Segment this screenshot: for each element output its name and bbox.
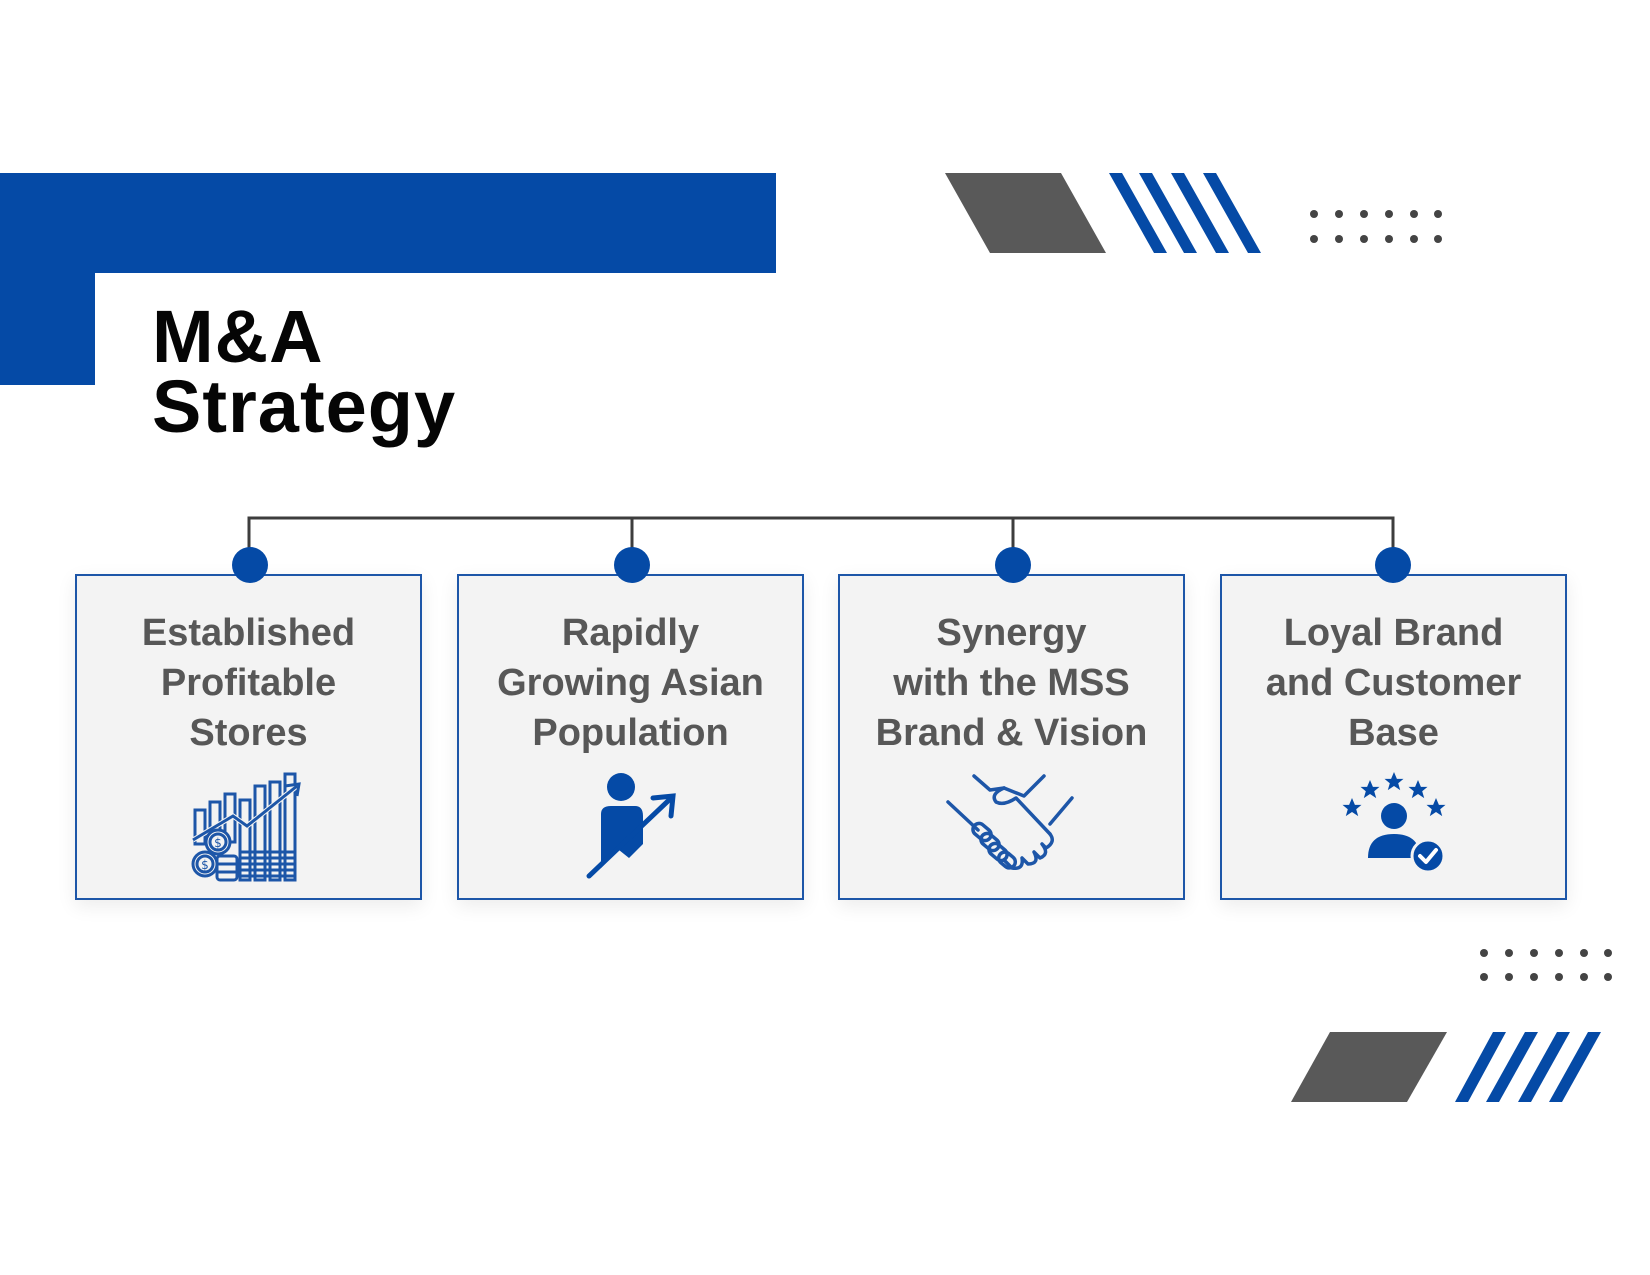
dot [1530,973,1538,981]
dot [1480,949,1488,957]
dot [1555,973,1563,981]
dot [1410,210,1418,218]
card-title: Loyal Brand and Customer Base [1222,608,1565,758]
dot [1335,210,1343,218]
card-title: Synergy with the MSS Brand & Vision [840,608,1183,758]
page-title-line-2: Strategy [152,365,457,448]
dot [1505,949,1513,957]
stripe [1549,1032,1601,1102]
card-title-line: Synergy [936,612,1087,654]
stripe [1455,1032,1506,1102]
dot [1530,949,1538,957]
strategy-card-mss-synergy: Synergy with the MSS Brand & Vision [838,574,1185,900]
card-title-line: Established [141,612,356,654]
card-title-line: Stores [189,712,308,754]
card-title: Established Profitable Stores [77,608,420,758]
dot [1360,235,1368,243]
card-title-line: and Customer [1265,662,1522,704]
dot [1480,973,1488,981]
customer-rating-stars-icon [1338,772,1450,877]
stripe [1518,1032,1570,1102]
dot [1360,210,1368,218]
strategy-card-established-stores: Established Profitable Stores [75,574,422,900]
handshake-icon [945,772,1078,881]
dot [1335,235,1343,243]
svg-text:$: $ [201,858,209,872]
dot [1580,949,1588,957]
connector-node-2 [614,547,650,583]
card-title: Rapidly Growing Asian Population [459,608,802,758]
card-title-line: with the MSS [893,662,1130,704]
dot [1580,973,1588,981]
stripe [1486,1032,1538,1102]
header-accent-bar [0,173,776,273]
stripe [1109,173,1167,253]
connector-node-1 [232,547,268,583]
dot [1310,210,1318,218]
decor-blue-stripes-top [1109,173,1261,253]
connector-horizontal [247,516,1395,565]
card-title-line: Profitable [160,662,337,704]
strategy-card-asian-population: Rapidly Growing Asian Population [457,574,804,900]
stripe [1171,173,1229,253]
dot [1604,949,1612,957]
card-title-line: Growing Asian [497,662,764,704]
connector-node-4 [1375,547,1411,583]
dot [1385,235,1393,243]
dot [1555,949,1563,957]
page-title-line-1: M&A [152,295,324,378]
header-accent-side-bar [0,173,95,385]
connector-node-3 [995,547,1031,583]
card-title-line: Base [1348,712,1439,754]
person-growth-arrow-icon [581,772,681,887]
decor-gray-parallelogram-top [945,173,1106,253]
card-title-line: Population [532,712,729,754]
dot [1434,235,1442,243]
growth-chart-coins-icon: $ $ [191,772,307,889]
dot [1434,210,1442,218]
stripe [1139,173,1197,253]
dot [1505,973,1513,981]
decor-dot-grid-top [1310,210,1442,243]
card-title-line: Loyal Brand [1283,612,1504,654]
connector-lines [247,516,1395,565]
stripe [1203,173,1261,253]
dot [1385,210,1393,218]
dot [1604,973,1612,981]
svg-text:$: $ [214,836,222,850]
decor-dot-grid-bottom [1480,949,1612,981]
dot [1410,235,1418,243]
card-title-line: Brand & Vision [875,712,1148,754]
dot [1310,235,1318,243]
card-title-line: Rapidly [561,612,700,654]
decor-gray-parallelogram-bottom [1291,1032,1447,1102]
decor-blue-stripes-bottom [1455,1032,1601,1102]
page-title: M&A Strategy [152,295,457,448]
strategy-card-loyal-customers: Loyal Brand and Customer Base [1220,574,1567,900]
